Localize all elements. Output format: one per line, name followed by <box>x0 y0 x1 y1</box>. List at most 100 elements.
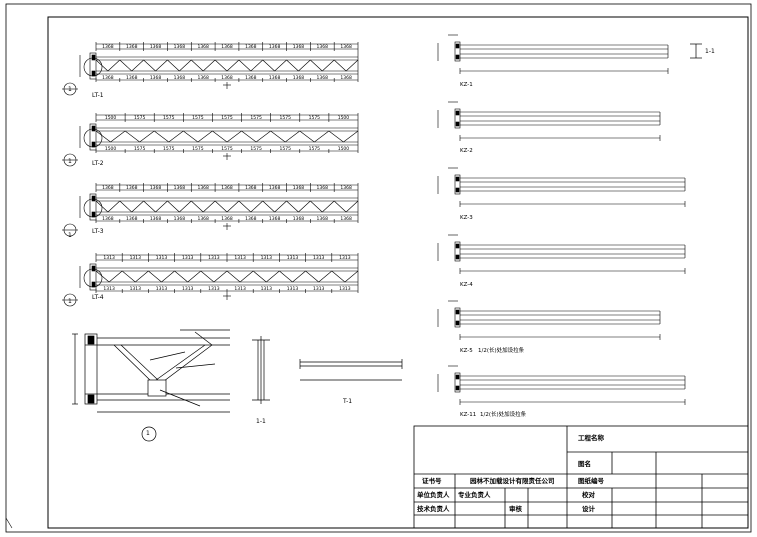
web-member <box>333 59 347 72</box>
web-member <box>253 270 267 283</box>
dim-label-bottom: 1368 <box>293 216 305 222</box>
web-member <box>310 200 323 213</box>
web-member <box>135 270 149 283</box>
detail-callout-circle <box>83 128 103 148</box>
project-name-label: 工程名称 <box>578 434 604 442</box>
bolt-mark <box>455 54 460 60</box>
beam-end-plate <box>454 241 461 262</box>
web-member <box>110 130 126 143</box>
dim-label-bottom: 1368 <box>102 75 114 81</box>
beam-4-name: KZ-4 <box>460 282 473 288</box>
web-member <box>305 270 319 283</box>
web-member <box>299 130 315 143</box>
web-member <box>310 59 323 72</box>
truss-3: 1368136813681368136813681368136813681368… <box>62 183 359 237</box>
web-member <box>345 59 359 72</box>
beam-group <box>437 34 686 405</box>
truss-2-tag: 1 <box>68 158 72 165</box>
dim-label-top: 1313 <box>261 255 273 261</box>
node-detail-1 <box>72 329 230 442</box>
web-member <box>183 130 199 143</box>
truss-4-tag: 1 <box>68 298 72 305</box>
dim-label-bottom: 1368 <box>340 75 352 81</box>
dim-label-bottom: 1313 <box>103 286 115 292</box>
web-member <box>286 59 299 72</box>
unit-head: 单位负责人 <box>417 491 450 499</box>
cert-label: 证书号 <box>422 477 442 485</box>
dim-label-top: 1368 <box>197 44 209 50</box>
end-plate <box>89 263 97 291</box>
end-plate <box>89 123 97 151</box>
web-member <box>174 270 188 283</box>
web-member <box>279 270 293 283</box>
web-member <box>292 270 306 283</box>
web-member <box>270 130 286 143</box>
dim-label-top: 1313 <box>234 255 246 261</box>
bolt-mark <box>91 54 96 61</box>
web-member <box>122 270 136 283</box>
dim-label-top: 1313 <box>156 255 168 261</box>
web-member <box>255 130 271 143</box>
web-member <box>241 130 257 143</box>
web-member <box>285 130 300 143</box>
dim-label-bottom: 1313 <box>156 286 168 292</box>
web-member <box>250 59 263 72</box>
web-member <box>107 59 121 72</box>
web-member <box>139 130 155 143</box>
dim-label-top: 1313 <box>208 255 220 261</box>
web-member <box>262 59 275 72</box>
dim-label-bottom: 1368 <box>245 75 257 81</box>
bolt-mark <box>455 243 460 249</box>
dim-label-top: 1368 <box>317 44 329 50</box>
bolt-mark <box>91 211 96 218</box>
web-member <box>318 270 332 283</box>
dim-label-top: 1368 <box>102 44 114 50</box>
dim-label-bottom: 1368 <box>269 75 281 81</box>
web-member <box>161 270 175 283</box>
dim-label-bottom: 1368 <box>150 216 162 222</box>
web-member <box>262 200 275 213</box>
truss-3-name: LT-3 <box>92 228 104 235</box>
dim-label-bottom: 1575 <box>309 146 321 152</box>
beam-6-note: 1/2(长)处加设拉条 <box>480 412 527 418</box>
beam-end-plate <box>454 307 461 328</box>
dim-label-bottom: 1500 <box>338 146 350 152</box>
dim-label-top: 1313 <box>339 255 351 261</box>
dim-label-bottom: 1500 <box>105 146 117 152</box>
beam-end-plate <box>454 108 461 129</box>
bolt-mark <box>91 281 96 288</box>
design-unit: 园林不加载设计有限责任公司 <box>470 477 555 485</box>
dim-label-top: 1575 <box>309 115 321 121</box>
dim-label-top: 1368 <box>340 185 352 191</box>
web-member <box>274 59 287 72</box>
web-member <box>143 200 156 213</box>
detail-callout-circle <box>83 198 103 218</box>
dim-label-top: 1368 <box>126 185 138 191</box>
detail-tag: 1 <box>146 430 150 437</box>
bolt-mark <box>455 187 460 193</box>
beam-3 <box>437 167 686 207</box>
beam-end-plate <box>454 41 461 62</box>
dim-label-top: 1368 <box>150 44 162 50</box>
bolt-mark <box>455 43 460 49</box>
bolt-mark <box>455 320 460 326</box>
dim-label-top: 1368 <box>174 185 186 191</box>
web-member <box>108 270 123 283</box>
corner-mark <box>5 517 13 529</box>
dim-label-bottom: 1368 <box>317 75 329 81</box>
dim-label-bottom: 1368 <box>174 216 186 222</box>
web-member <box>95 130 111 143</box>
web-member <box>238 200 252 213</box>
web-member <box>333 200 347 213</box>
web-member <box>187 270 201 283</box>
beam-1-name: KZ-1 <box>460 82 473 88</box>
dim-label-bottom: 1313 <box>339 286 351 292</box>
web-member <box>226 270 241 283</box>
dim-label-top: 1368 <box>150 185 162 191</box>
dim-label-bottom: 1368 <box>174 75 186 81</box>
dim-label-top: 1368 <box>340 44 352 50</box>
web-member <box>286 200 299 213</box>
dim-label-bottom: 1368 <box>317 216 329 222</box>
bolt-mark <box>455 110 460 116</box>
dim-label-top: 1575 <box>134 115 146 121</box>
